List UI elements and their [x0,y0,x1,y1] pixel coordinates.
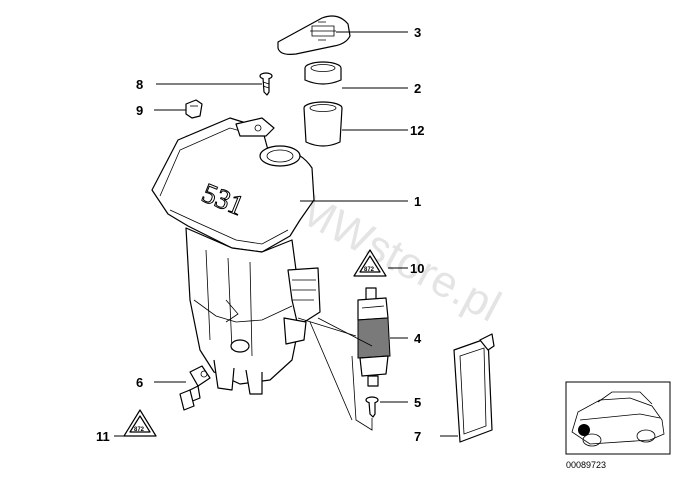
washer-fluid-reservoir: 531 [151,117,321,395]
callout-3: 3 [414,25,421,40]
callout-11: 11 [96,429,110,444]
callout-10: 10 [410,261,424,276]
callout-12: 12 [410,123,424,138]
callout-1: 1 [414,194,421,209]
location-marker [578,424,590,436]
strainer-sleeve [303,101,343,147]
warning-label-upper: 872 [353,249,387,277]
callout-4: 4 [414,331,422,346]
vehicle-location-thumbnail [565,381,671,455]
callout-7: 7 [414,429,421,444]
hose-connector [179,365,211,411]
filler-ring [304,61,342,85]
callout-2: 2 [414,81,421,96]
callout-6: 6 [136,375,143,390]
expanding-clip [185,99,203,119]
callout-8: 8 [136,77,143,92]
callout-labels: 3 2 12 1 10 4 5 7 8 9 6 11 [96,25,424,444]
reference-number: 00089723 [566,460,606,470]
callout-9: 9 [136,103,143,118]
screw-top [259,72,273,96]
washer-pump [357,287,391,387]
warning-label-lower: 872 [123,409,157,437]
screw-lower [365,396,379,418]
callout-5: 5 [414,395,421,410]
svg-text:872: 872 [364,267,375,273]
reservoir-cap [277,15,351,55]
leader-lines [114,31,458,437]
svg-text:872: 872 [134,427,145,433]
cover-panel [453,333,495,443]
